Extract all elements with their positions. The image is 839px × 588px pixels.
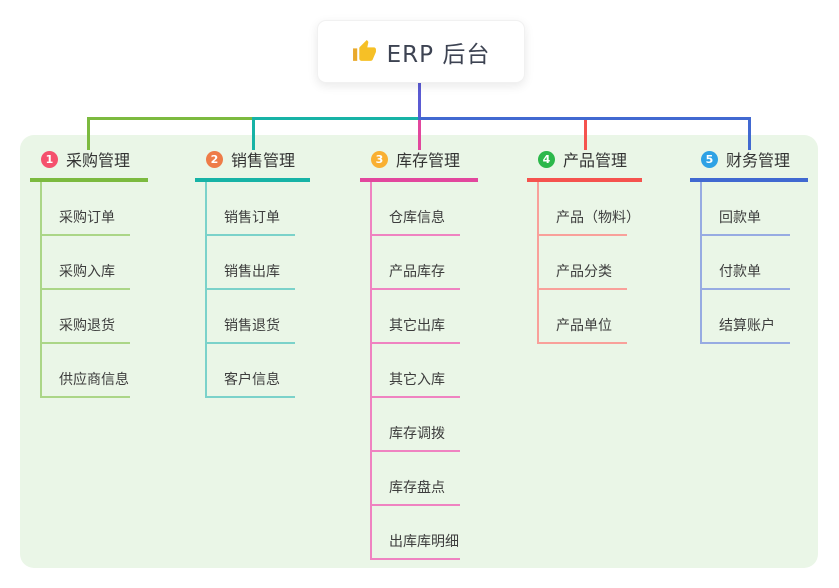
node-receipt-bill[interactable]: 回款单 [702, 182, 790, 236]
thumbs-up-icon [352, 40, 376, 61]
branch-label: 财务管理 [726, 151, 791, 170]
node-other-outbound[interactable]: 其它出库 [372, 290, 460, 344]
branch-number-badge: 2 [206, 150, 223, 168]
connector-branch5-horizontal [418, 117, 751, 120]
node-purchase-return[interactable]: 采购退货 [42, 290, 130, 344]
node-sales-order[interactable]: 销售订单 [207, 182, 295, 236]
node-stock-transfer[interactable]: 库存调拨 [372, 398, 460, 452]
node-other-inbound[interactable]: 其它入库 [372, 344, 460, 398]
node-warehouse-info[interactable]: 仓库信息 [372, 182, 460, 236]
branch-sales: 2 销售管理 销售订单 销售出库 销售退货 客户信息 [195, 147, 310, 398]
branch-label: 销售管理 [231, 151, 296, 170]
branch-product: 4 产品管理 产品（物料） 产品分类 产品单位 [527, 147, 642, 344]
node-product-material[interactable]: 产品（物料） [539, 182, 640, 236]
branch-product-items: 产品（物料） 产品分类 产品单位 [537, 182, 642, 344]
node-product-category[interactable]: 产品分类 [539, 236, 627, 290]
branch-label: 库存管理 [396, 151, 461, 170]
branch-finance-header[interactable]: 5 财务管理 [690, 147, 808, 182]
root-node[interactable]: ERP 后台 [317, 20, 525, 83]
node-sales-return[interactable]: 销售退货 [207, 290, 295, 344]
branch-label: 产品管理 [563, 151, 628, 170]
branch-inventory: 3 库存管理 仓库信息 产品库存 其它出库 其它入库 库存调拨 库存盘点 出库库… [360, 147, 478, 560]
node-payment-bill[interactable]: 付款单 [702, 236, 790, 290]
branch-number-badge: 1 [41, 150, 58, 168]
node-purchase-order[interactable]: 采购订单 [42, 182, 130, 236]
connector-branch2-drop [252, 117, 255, 150]
node-sales-outbound[interactable]: 销售出库 [207, 236, 295, 290]
branch-purchase: 1 采购管理 采购订单 采购入库 采购退货 供应商信息 [30, 147, 148, 398]
branch-product-header[interactable]: 4 产品管理 [527, 147, 642, 182]
connector-branch2-horizontal [252, 117, 420, 120]
connector-branch5-drop [748, 117, 751, 150]
connector-branch4-drop [584, 120, 587, 150]
branch-finance-items: 回款单 付款单 结算账户 [700, 182, 808, 344]
branches-background-panel [20, 135, 818, 568]
node-supplier-info[interactable]: 供应商信息 [42, 344, 130, 398]
node-purchase-inbound[interactable]: 采购入库 [42, 236, 130, 290]
connector-branch3-drop [418, 120, 421, 150]
branch-sales-header[interactable]: 2 销售管理 [195, 147, 310, 182]
node-settlement-account[interactable]: 结算账户 [702, 290, 790, 344]
branch-inventory-items: 仓库信息 产品库存 其它出库 其它入库 库存调拨 库存盘点 出库库明细 [370, 182, 478, 560]
root-connector-line [418, 81, 421, 118]
branch-number-badge: 5 [701, 150, 718, 168]
node-product-unit[interactable]: 产品单位 [539, 290, 627, 344]
node-outbound-detail[interactable]: 出库库明细 [372, 506, 460, 560]
node-product-stock[interactable]: 产品库存 [372, 236, 460, 290]
branch-number-badge: 3 [371, 150, 388, 168]
connector-branch1-horizontal [87, 117, 254, 120]
branch-sales-items: 销售订单 销售出库 销售退货 客户信息 [205, 182, 310, 398]
node-customer-info[interactable]: 客户信息 [207, 344, 295, 398]
branch-finance: 5 财务管理 回款单 付款单 结算账户 [690, 147, 808, 344]
branch-number-badge: 4 [538, 150, 555, 168]
connector-branch1-drop [87, 117, 90, 150]
root-node-title: ERP 后台 [386, 41, 491, 68]
branch-label: 采购管理 [66, 151, 131, 170]
node-stock-count[interactable]: 库存盘点 [372, 452, 460, 506]
branch-purchase-header[interactable]: 1 采购管理 [30, 147, 148, 182]
branch-purchase-items: 采购订单 采购入库 采购退货 供应商信息 [40, 182, 148, 398]
branch-inventory-header[interactable]: 3 库存管理 [360, 147, 478, 182]
